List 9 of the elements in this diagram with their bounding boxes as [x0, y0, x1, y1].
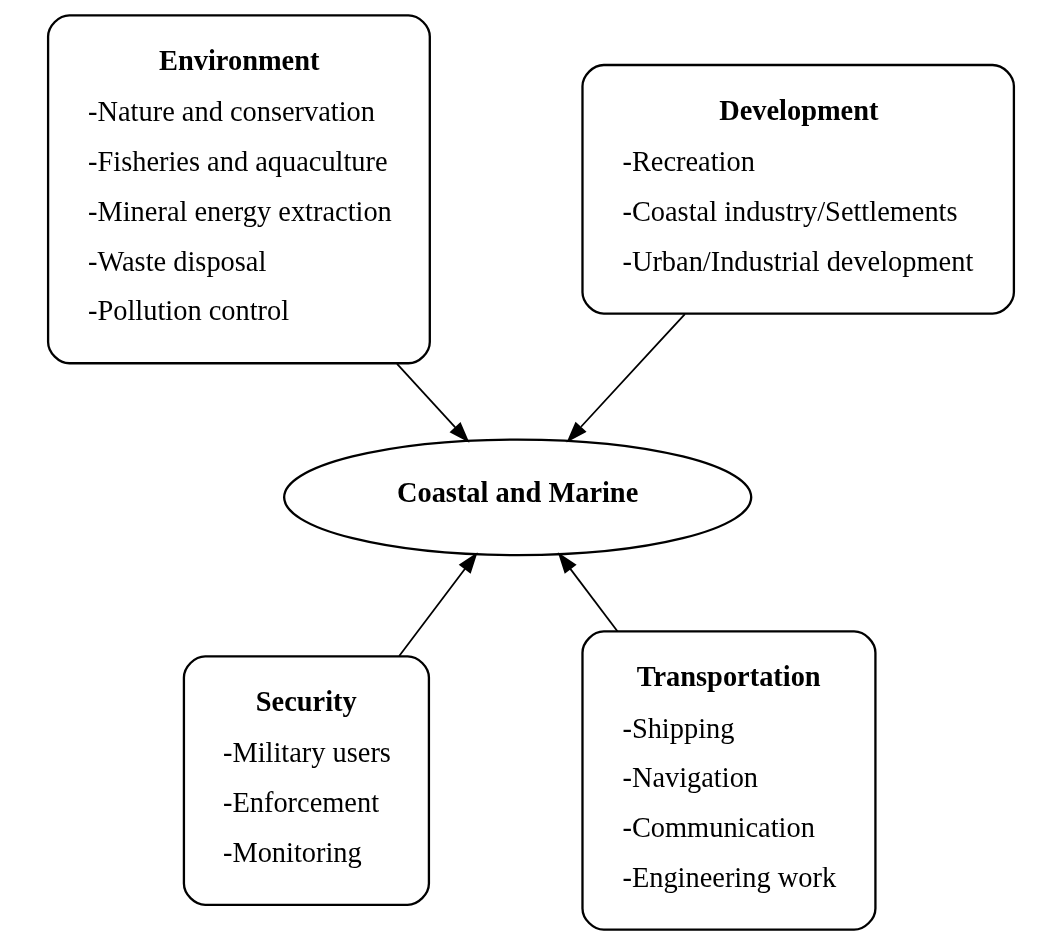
arrow	[557, 552, 618, 633]
arrow	[397, 552, 478, 657]
arrow	[566, 313, 686, 443]
arrow	[395, 362, 469, 443]
node-box: Security -Military users -Enforcement -Monitoring	[182, 655, 430, 906]
node-box: Environment -Nature and conservation -Fisheries and aquaculture -Mineral energy extraction -Waste disposal -Pollution control	[46, 14, 431, 365]
node-box: Development -Recreation -Coastal industry/Settlements -Urban/Industrial development	[580, 63, 1015, 315]
node-box: Transportation -Shipping -Navigation -Communication -Engineering work	[580, 630, 877, 931]
node-ellipse: Coastal and Marine	[282, 438, 752, 557]
